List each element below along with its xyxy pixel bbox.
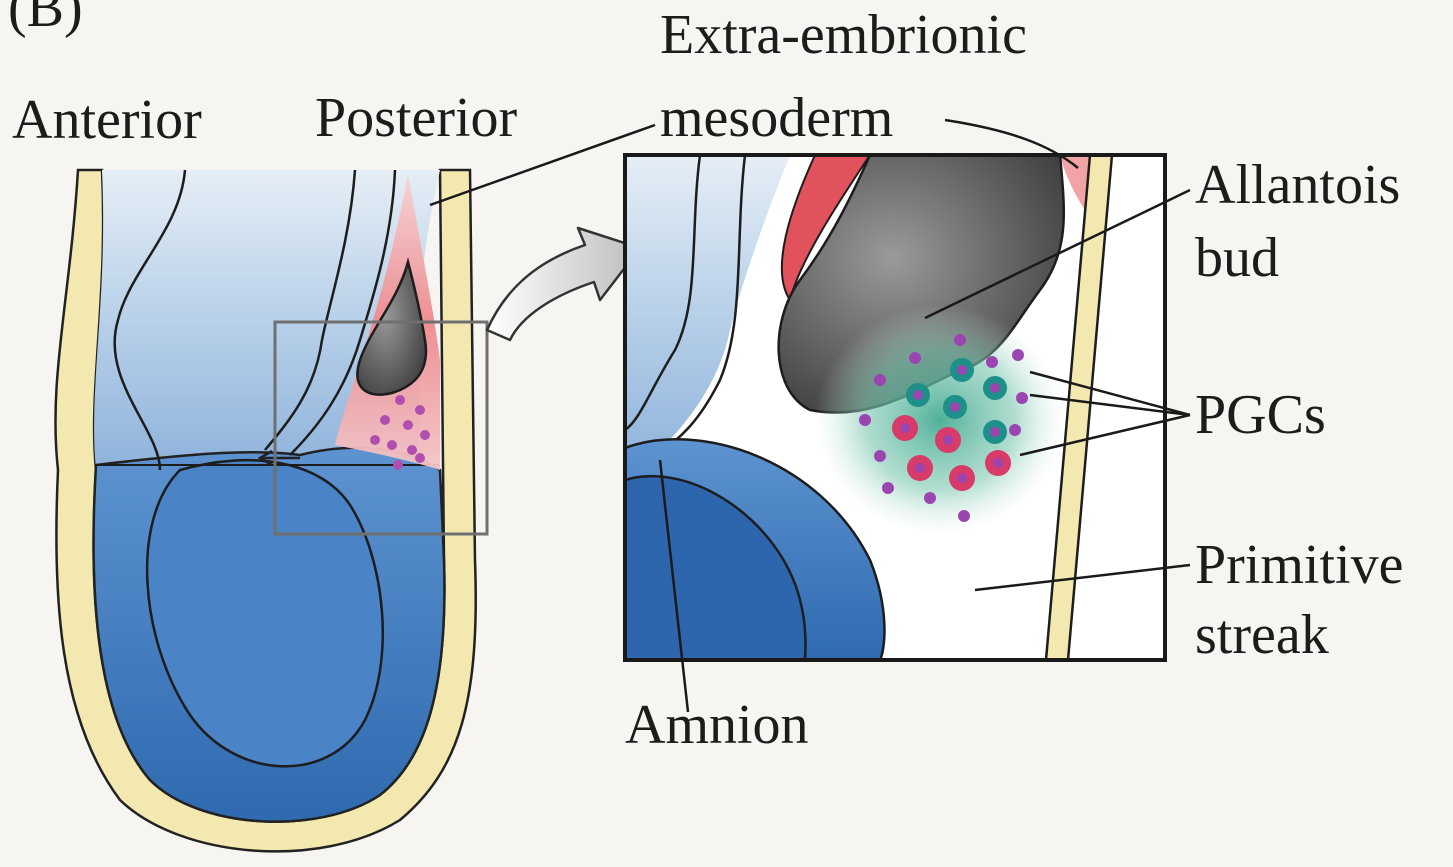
inset <box>625 155 1165 660</box>
label-amnion: Amnion <box>625 695 809 755</box>
zoom-arrow <box>487 228 640 340</box>
pgc-glow <box>815 305 1065 535</box>
label-pgcs: PGCs <box>1195 385 1326 445</box>
label-posterior: Posterior <box>315 88 517 148</box>
label-anterior: Anterior <box>12 90 202 150</box>
label-primitive-2: streak <box>1195 605 1329 665</box>
label-extra-embryonic-1: Extra-embrionic <box>660 5 1027 65</box>
label-allantois-2: bud <box>1195 228 1279 288</box>
label-allantois-1: Allantois <box>1195 155 1400 215</box>
label-primitive-1: Primitive <box>1195 535 1403 595</box>
whole-embryo <box>55 170 487 851</box>
panel-letter: (B) <box>8 0 83 38</box>
label-extra-embryonic-2: mesoderm <box>660 88 893 148</box>
